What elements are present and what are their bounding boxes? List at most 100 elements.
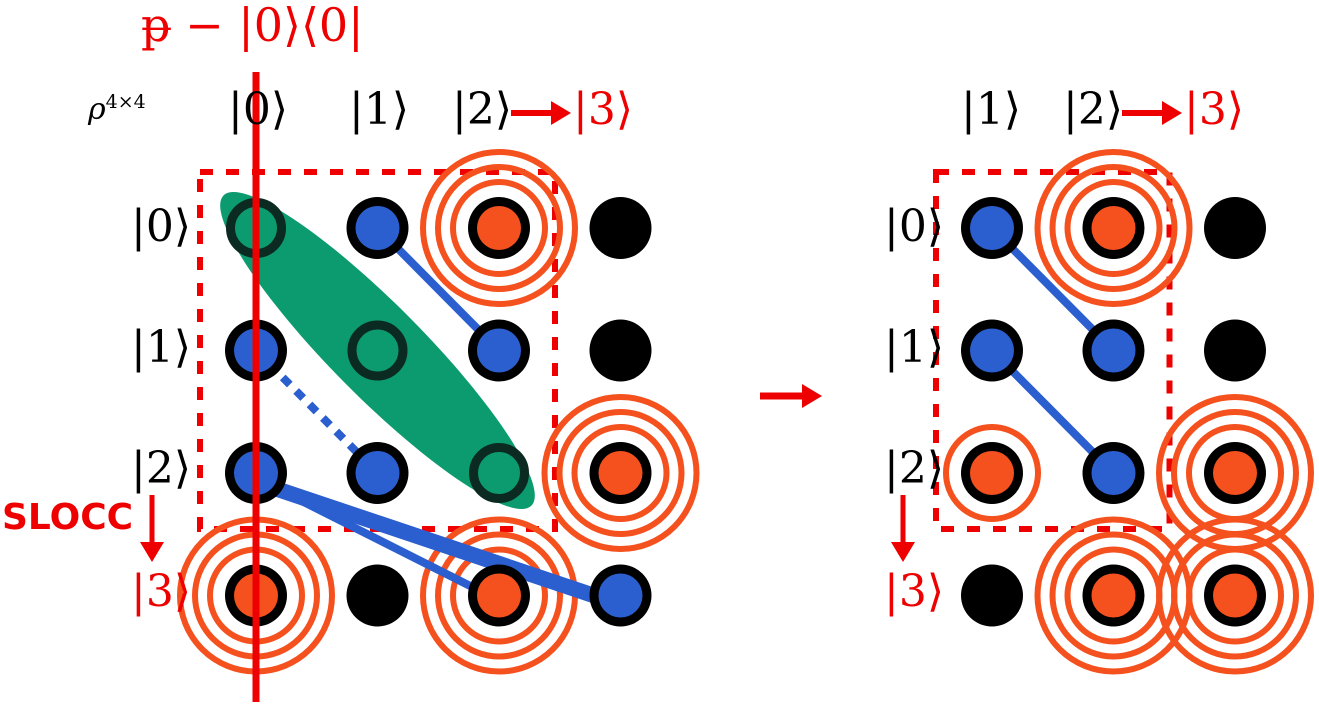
right-cell-2-0-inner [970, 451, 1014, 495]
left-cell-2-2-ring [469, 443, 529, 503]
diagonal-coherence-highlight [220, 191, 535, 510]
right-cell-2-2[interactable] [1204, 442, 1266, 504]
right-cell-1-0-inner [970, 328, 1014, 373]
matrix-dot-layer [225, 197, 1266, 627]
left-cell-3-1[interactable] [346, 564, 409, 627]
left-cell-0-2-halo-2 [435, 164, 563, 292]
slocc-arrow-left [140, 495, 164, 562]
right-cell-2-1[interactable] [1082, 442, 1145, 504]
right-cell-1-1[interactable] [1082, 319, 1145, 382]
right-cell-3-1-inner [1091, 573, 1136, 618]
right-cell-0-1[interactable] [1082, 197, 1145, 259]
left-cell-2-3[interactable] [589, 442, 652, 504]
right-row-label-2: |2⟩ [884, 443, 944, 494]
left-cell-0-1-inner [355, 206, 400, 250]
left-cell-3-2-halo-1 [450, 546, 548, 645]
left-cell-0-1[interactable] [346, 197, 409, 259]
panel-transition-arrow [760, 384, 822, 408]
left-cell-3-2[interactable] [468, 564, 530, 627]
left-cell-3-1-outer [346, 564, 409, 627]
rho-symbol: ρ4×4 [88, 93, 146, 125]
left-col-header-1: |1⟩ [349, 84, 409, 135]
left-row-label-2: |2⟩ [131, 443, 191, 494]
left-row-label-1: |1⟩ [131, 322, 191, 373]
right-cell-2-0[interactable] [961, 442, 1023, 504]
left-cell-2-3-halo-2 [556, 409, 685, 537]
right-cell-3-0-outer [961, 564, 1023, 627]
left-cell-1-1[interactable] [347, 320, 408, 381]
panel-transition-arrow-head [802, 384, 822, 408]
right-col-header-1-target: |3⟩ [1184, 84, 1244, 135]
right-cell-1-2[interactable] [1204, 319, 1266, 382]
right-cell-0-1-halo-3 [1034, 149, 1193, 307]
slocc-arrow-right [891, 495, 915, 562]
left-cell-2-1-inner [355, 451, 400, 495]
right-col-transition-arrow [1122, 101, 1182, 125]
left-row-label-0: |0⟩ [131, 201, 191, 252]
slocc-label: SLOCC [2, 497, 134, 538]
left-cell-3-2-halo-2 [435, 531, 563, 660]
left-col-header-2-target: |3⟩ [573, 84, 633, 135]
right-cell-1-0[interactable] [961, 319, 1023, 382]
right-row-label-0: |0⟩ [884, 201, 944, 252]
right-cell-3-2-halo-1 [1186, 546, 1284, 645]
projector-title: ᵽ − |0⟩⟨0| [141, 0, 364, 52]
right-cell-1-2-outer [1204, 319, 1266, 382]
left-cell-3-2-inner [477, 573, 521, 618]
right-cell-3-2-halo-3 [1156, 516, 1314, 675]
right-col-transition-arrow-head [1162, 101, 1182, 125]
left-cell-1-2-inner [477, 328, 521, 373]
left-cell-0-2[interactable] [468, 197, 530, 259]
right-cell-3-2[interactable] [1204, 564, 1266, 627]
right-cell-0-1-halo-2 [1049, 164, 1178, 292]
rho-exponent: 4×4 [105, 91, 146, 113]
left-cell-1-3-outer [589, 319, 652, 382]
right-cell-0-0-inner [970, 206, 1014, 250]
diagonal-highlight-layer [220, 191, 535, 510]
left-col-header-2: |2⟩ [452, 84, 512, 135]
left-cell-3-3-inner [598, 573, 643, 618]
left-cell-1-3[interactable] [589, 319, 652, 382]
right-cell-0-1-halo-1 [1064, 179, 1163, 277]
right-cell-3-1[interactable] [1082, 564, 1145, 627]
left-col-transition-arrow [511, 101, 571, 125]
right-cell-0-2[interactable] [1204, 197, 1266, 259]
left-col-transition-arrow-head [551, 101, 571, 125]
left-col-header-0: |0⟩ [228, 84, 288, 135]
left-cell-0-3[interactable] [589, 197, 652, 259]
left-cell-1-2[interactable] [468, 319, 530, 382]
right-cell-0-1-inner [1091, 206, 1136, 250]
rho-base: ρ [88, 92, 106, 127]
right-row-label-3: |3⟩ [884, 566, 944, 617]
left-cell-0-2-halo-1 [450, 179, 548, 277]
right-row-label-1: |1⟩ [884, 322, 944, 373]
right-cell-2-2-inner [1213, 451, 1257, 495]
right-cell-2-0-halo-1 [943, 424, 1041, 522]
right-cell-2-1-inner [1091, 451, 1136, 495]
left-row-label-3: |3⟩ [131, 566, 191, 617]
right-cell-1-1-inner [1091, 328, 1136, 373]
left-coherence-link-3 [254, 474, 622, 605]
right-col-header-0: |1⟩ [961, 84, 1021, 135]
slocc-arrow-left-head [140, 542, 164, 562]
right-cell-3-0[interactable] [961, 564, 1023, 627]
right-col-header-1: |2⟩ [1063, 84, 1123, 135]
annotation-arrow-layer [140, 101, 1182, 562]
left-cell-2-1[interactable] [346, 442, 409, 504]
right-subblock-dashed-box [933, 169, 1173, 532]
right-cell-3-2-inner [1213, 573, 1257, 618]
left-cell-3-3[interactable] [589, 564, 652, 627]
left-coherence-link-4 [254, 482, 622, 613]
left-cell-1-1-ring [347, 320, 408, 381]
right-cell-0-2-outer [1204, 197, 1266, 259]
right-cell-0-0[interactable] [961, 197, 1023, 259]
slocc-arrow-right-head [891, 542, 915, 562]
left-cell-2-3-halo-3 [541, 394, 700, 552]
left-cell-2-2[interactable] [469, 443, 529, 503]
left-cell-0-3-outer [589, 197, 652, 259]
left-cell-2-3-inner [598, 451, 643, 495]
left-cell-0-2-halo-3 [420, 149, 578, 307]
left-cell-0-2-inner [477, 206, 521, 250]
